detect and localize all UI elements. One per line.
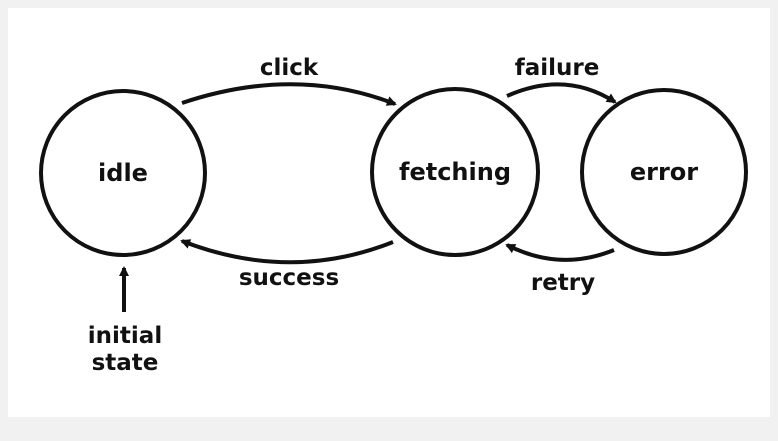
state-idle-circle xyxy=(39,89,207,257)
state-error-label: error xyxy=(630,158,698,186)
transition-success-arrow xyxy=(180,239,394,265)
transition-retry-label: retry xyxy=(531,270,595,296)
state-idle-label: idle xyxy=(98,159,148,187)
initial-state-label-line1: initial xyxy=(88,323,162,349)
transition-failure-label: failure xyxy=(515,55,600,81)
transition-click-arrow xyxy=(181,82,397,106)
state-error: error xyxy=(580,88,748,256)
state-fetching-label: fetching xyxy=(399,158,511,186)
state-fetching: fetching xyxy=(370,87,540,257)
state-idle: idle xyxy=(39,89,207,257)
transition-click-label: click xyxy=(260,55,319,81)
transition-retry-arrow xyxy=(505,243,615,262)
state-fetching-circle xyxy=(370,87,540,257)
diagram-canvas xyxy=(8,8,770,417)
transition-success-label: success xyxy=(239,265,339,291)
initial-state-label-line2: state xyxy=(92,350,159,376)
state-error-circle xyxy=(580,88,748,256)
transition-failure-arrow xyxy=(506,82,617,104)
